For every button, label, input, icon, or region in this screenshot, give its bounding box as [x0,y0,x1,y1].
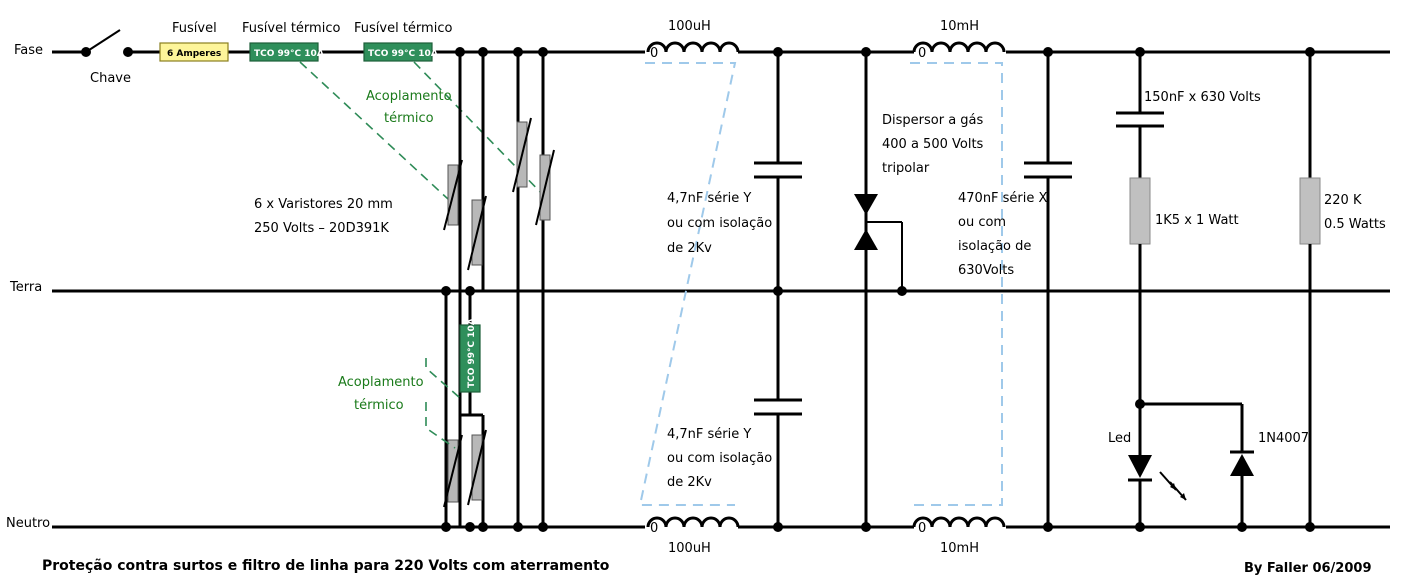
cap-y-bottom-line3: de 2Kv [667,475,712,490]
led-cap-label: 150nF x 630 Volts [1144,90,1261,105]
thermal-fuse-1-heading: Fusível térmico [242,21,340,36]
author-credit: By Faller 06/2009 [1244,561,1372,576]
cap-y-pair [754,47,802,532]
gas-line2: 400 a 500 Volts [882,137,984,152]
gas-line3: tripolar [882,161,930,176]
cap-y-top-line2: ou com isolação [667,216,772,231]
bleeder-line2: 0.5 Watts [1324,217,1386,232]
led-label: Led [1108,431,1131,446]
inductor-marker: 0 [650,521,658,536]
gas-line1: Dispersor a gás [882,113,984,128]
varistors-line1: 6 x Varistores 20 mm [254,197,393,212]
cap-x-line2: ou com [958,215,1006,230]
cap-x-line3: isolação de [958,239,1031,254]
common-mode-coupling-10mh [910,62,1003,506]
switch [81,29,133,57]
thermal-fuse-2: TCO 99°C 10A [363,42,438,62]
diagram-title: Proteção contra surtos e filtro de linha… [42,558,610,574]
inductor-10mh-top-label: 10mH [940,19,979,34]
main-fuse: 6 Amperes [159,42,229,62]
coupling-bottom-line2: térmico [354,398,404,413]
led-resistor-label: 1K5 x 1 Watt [1155,213,1239,228]
varistor-bank [441,47,555,532]
inductor-marker: 0 [918,46,926,61]
thermal-coupling-lines-bottom [425,358,461,449]
inductor-100uh-bottom: 0 [646,516,740,536]
fase-label: Fase [14,43,43,58]
coupling-bottom-line1: Acoplamento [338,375,424,390]
fuse-heading: Fusível [172,21,217,36]
coupling-top-line2: térmico [384,111,434,126]
inductor-10mh-top: 0 [912,41,1006,61]
inductor-10mh-bottom: 0 [912,516,1006,536]
inductor-100uh-top: 0 [646,41,740,61]
coupling-top-line1: Acoplamento [366,89,452,104]
cap-x-line4: 630Volts [958,263,1014,278]
terra-label: Terra [9,280,42,295]
inductor-100uh-bottom-label: 100uH [668,541,711,556]
cap-x-line1: 470nF série X [958,191,1048,206]
thermal-fuse-3-value: TCO 99°C 10A [467,318,477,388]
thermal-fuse-3: TCO 99°C 10A [459,318,481,393]
bleeder-line1: 220 K [1324,193,1362,208]
thermal-fuse-1-value: TCO 99°C 10A [254,49,324,59]
switch-label: Chave [90,71,131,86]
led-branch [1116,47,1254,532]
varistors-line2: 250 Volts – 20D391K [254,221,389,236]
thermal-fuse-2-value: TCO 99°C 10A [368,49,438,59]
neutro-label: Neutro [6,516,50,531]
inductor-100uh-top-label: 100uH [668,19,711,34]
cap-x [1024,47,1072,532]
inductor-marker: 0 [650,46,658,61]
thermal-fuse-1: TCO 99°C 10A [249,42,324,62]
thermal-fuse-2-heading: Fusível térmico [354,21,452,36]
inductor-10mh-bottom-label: 10mH [940,541,979,556]
main-fuse-value: 6 Amperes [167,49,221,59]
inductor-marker: 0 [918,521,926,536]
diode-label: 1N4007 [1258,431,1309,446]
cap-y-bottom-line2: ou com isolação [667,451,772,466]
bleeder-resistor [1299,47,1321,532]
cap-y-top-line3: de 2Kv [667,241,712,256]
thermal-coupling-lines-top [299,61,549,213]
cap-y-bottom-line1: 4,7nF série Y [667,427,751,442]
gas-discharge-tube [854,47,907,532]
cap-y-top-line1: 4,7nF série Y [667,191,751,206]
